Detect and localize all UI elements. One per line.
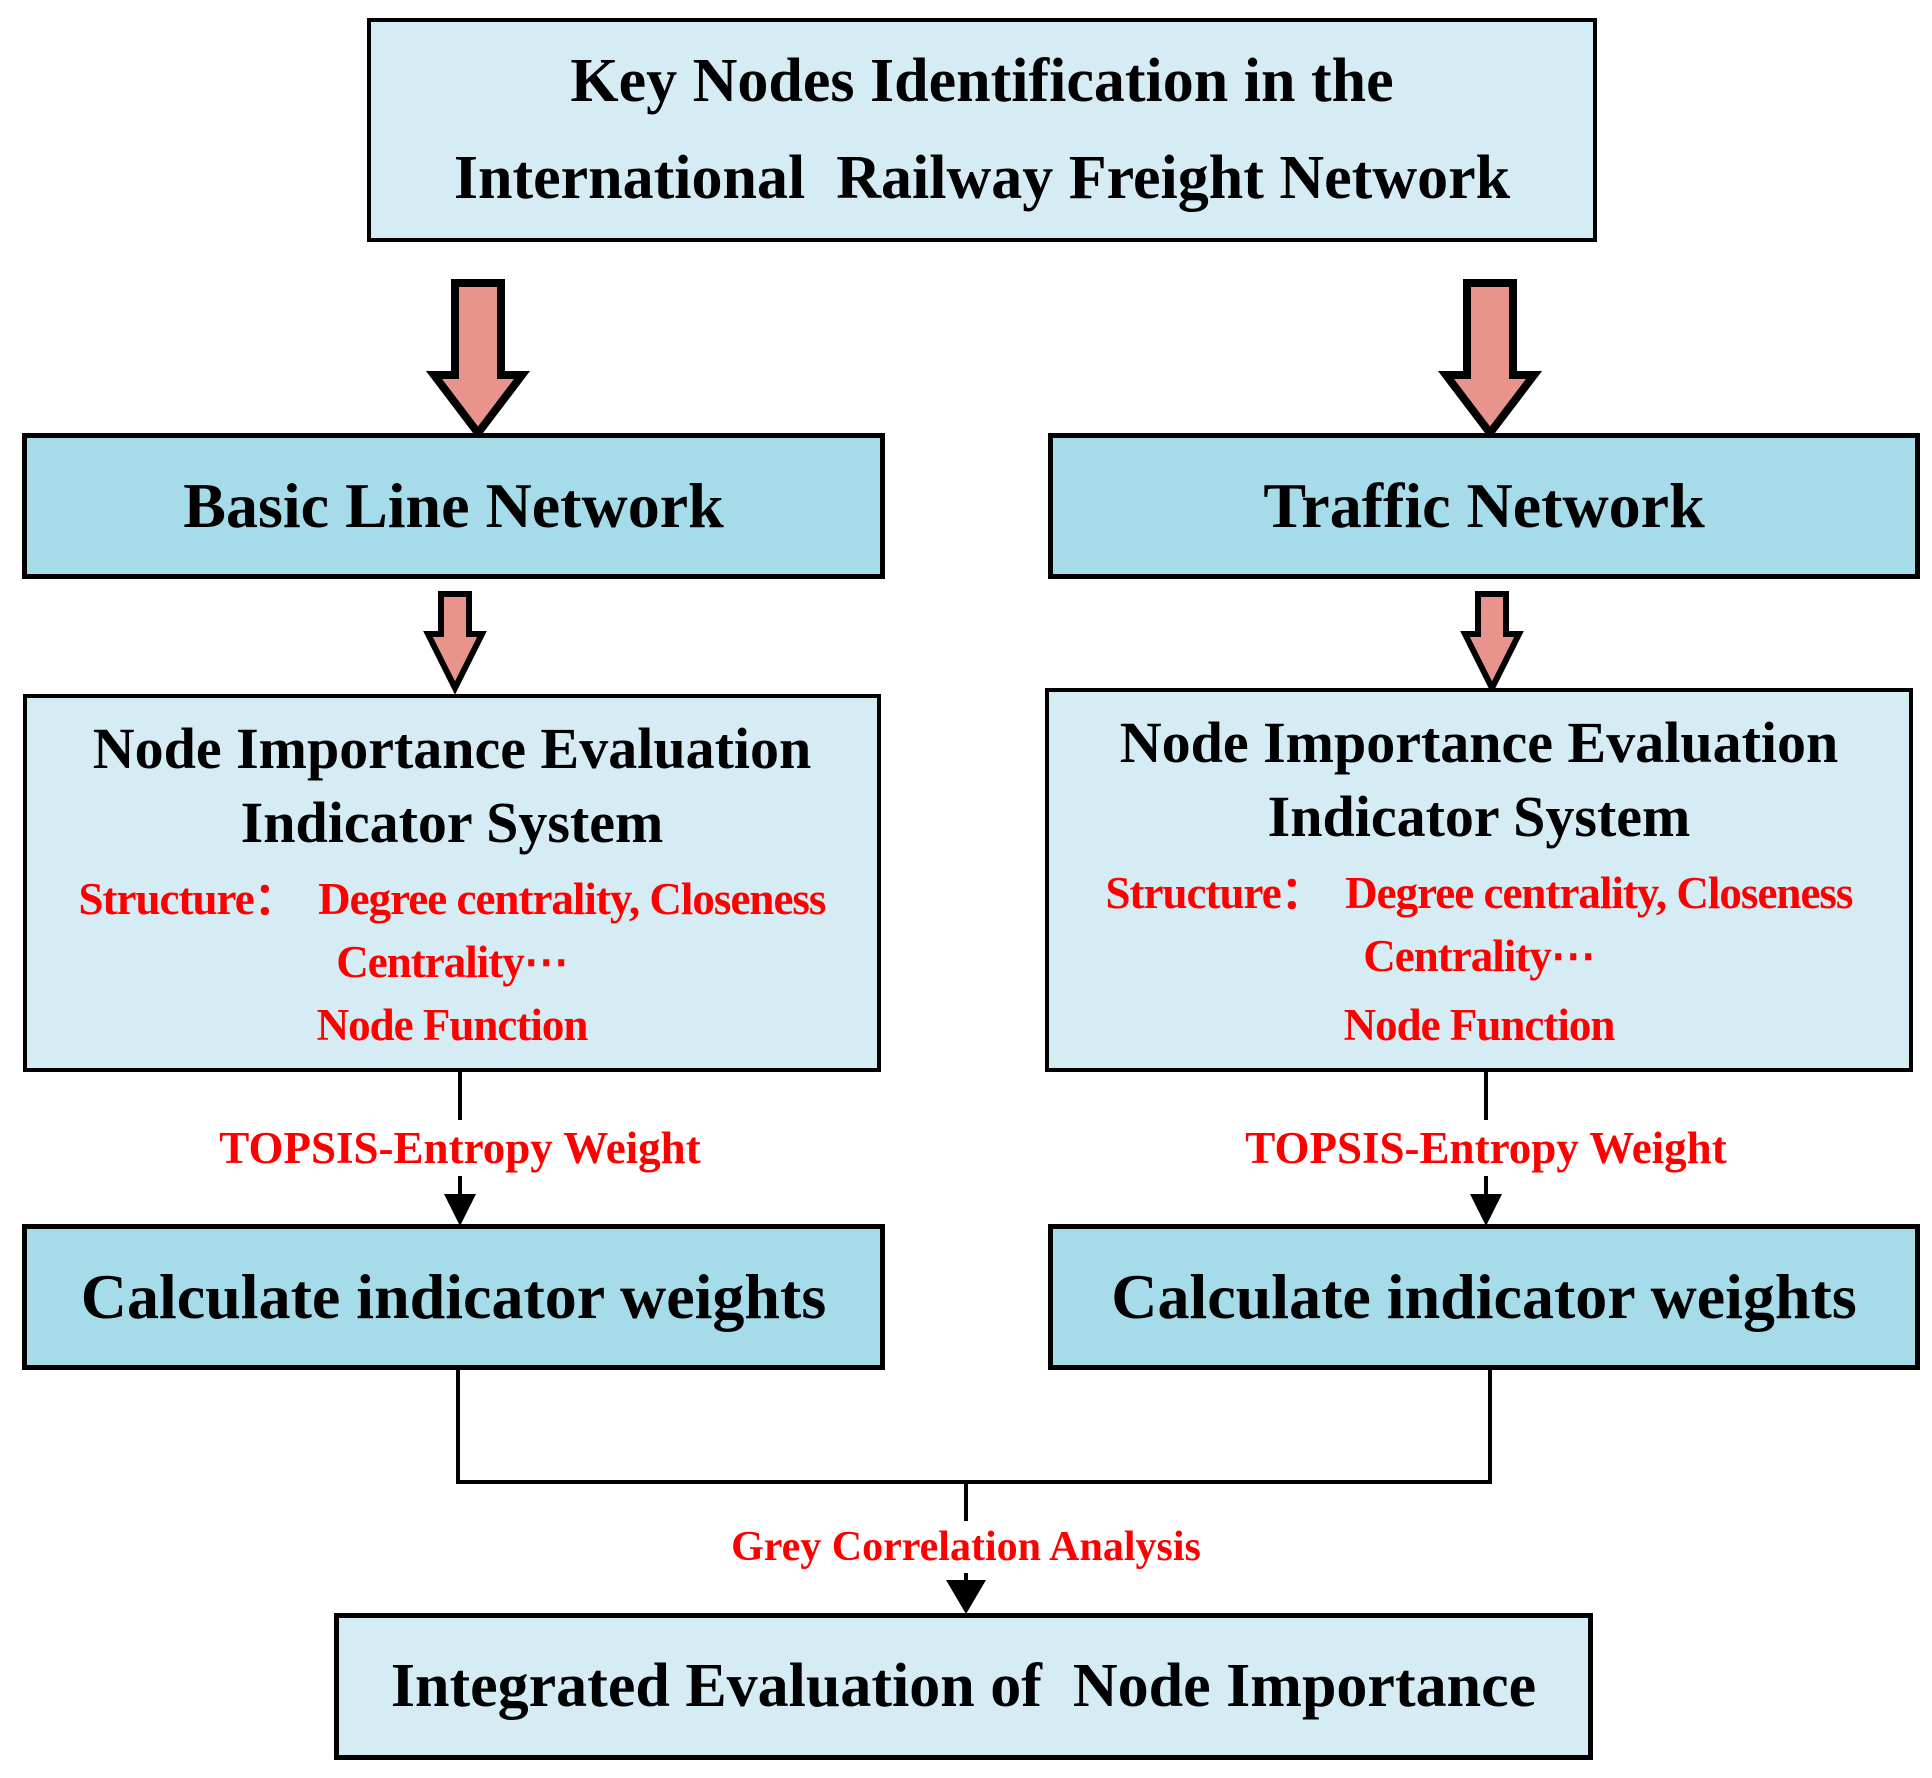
title-line-1: Key Nodes Identification in the [570,47,1394,115]
calculate-weights-box-left: Calculate indicator weights [22,1224,885,1370]
integrated-evaluation-box: Integrated Evaluation of Node Importance [334,1613,1593,1760]
small-down-arrow-right [1460,591,1524,695]
topsis-entropy-label-left: TOPSIS-Entropy Weight [211,1120,709,1176]
node-function-line: Node Function [316,1000,589,1050]
big-down-arrow-right [1437,279,1543,440]
node-function-line: Node Function [1343,1000,1616,1050]
centrality-line: Centrality⋯ [1363,931,1595,981]
traffic-network-label: Traffic Network [1263,470,1705,541]
merge-arrow-head [946,1580,986,1614]
calculate-weights-label: Calculate indicator weights [80,1261,827,1332]
centrality-line: Centrality⋯ [336,937,568,987]
calculate-weights-box-right: Calculate indicator weights [1048,1224,1920,1370]
basic-line-network-box: Basic Line Network [22,433,885,579]
structure-indicators-line: Structure： Degree centrality, Closeness [1105,868,1854,918]
indicator-heading-line-1: Node Importance Evaluation [1119,710,1839,775]
indicator-heading-line-2: Indicator System [240,790,664,855]
title-line-2: International Railway Freight Network [453,144,1511,212]
structure-indicators-line: Structure： Degree centrality, Closeness [78,874,827,924]
grey-correlation-label: Grey Correlation Analysis [723,1521,1209,1573]
indicator-system-box-left: Node Importance Evaluation Indicator Sys… [23,694,881,1072]
indicator-heading-line-2: Indicator System [1267,784,1691,849]
title-box: Key Nodes Identification in the Internat… [367,18,1597,242]
traffic-network-box: Traffic Network [1048,433,1920,579]
merge-connector [456,1370,1492,1484]
integrated-evaluation-label: Integrated Evaluation of Node Importance [390,1652,1537,1720]
thin-arrow-head-right [1470,1194,1502,1226]
big-down-arrow-left [425,279,531,440]
indicator-heading-line-1: Node Importance Evaluation [92,716,812,781]
basic-line-network-label: Basic Line Network [183,470,724,541]
thin-arrow-head-left [444,1194,476,1226]
indicator-system-box-right: Node Importance Evaluation Indicator Sys… [1045,688,1913,1072]
topsis-entropy-label-right: TOPSIS-Entropy Weight [1237,1120,1735,1176]
small-down-arrow-left [423,591,487,695]
calculate-weights-label: Calculate indicator weights [1111,1261,1857,1332]
